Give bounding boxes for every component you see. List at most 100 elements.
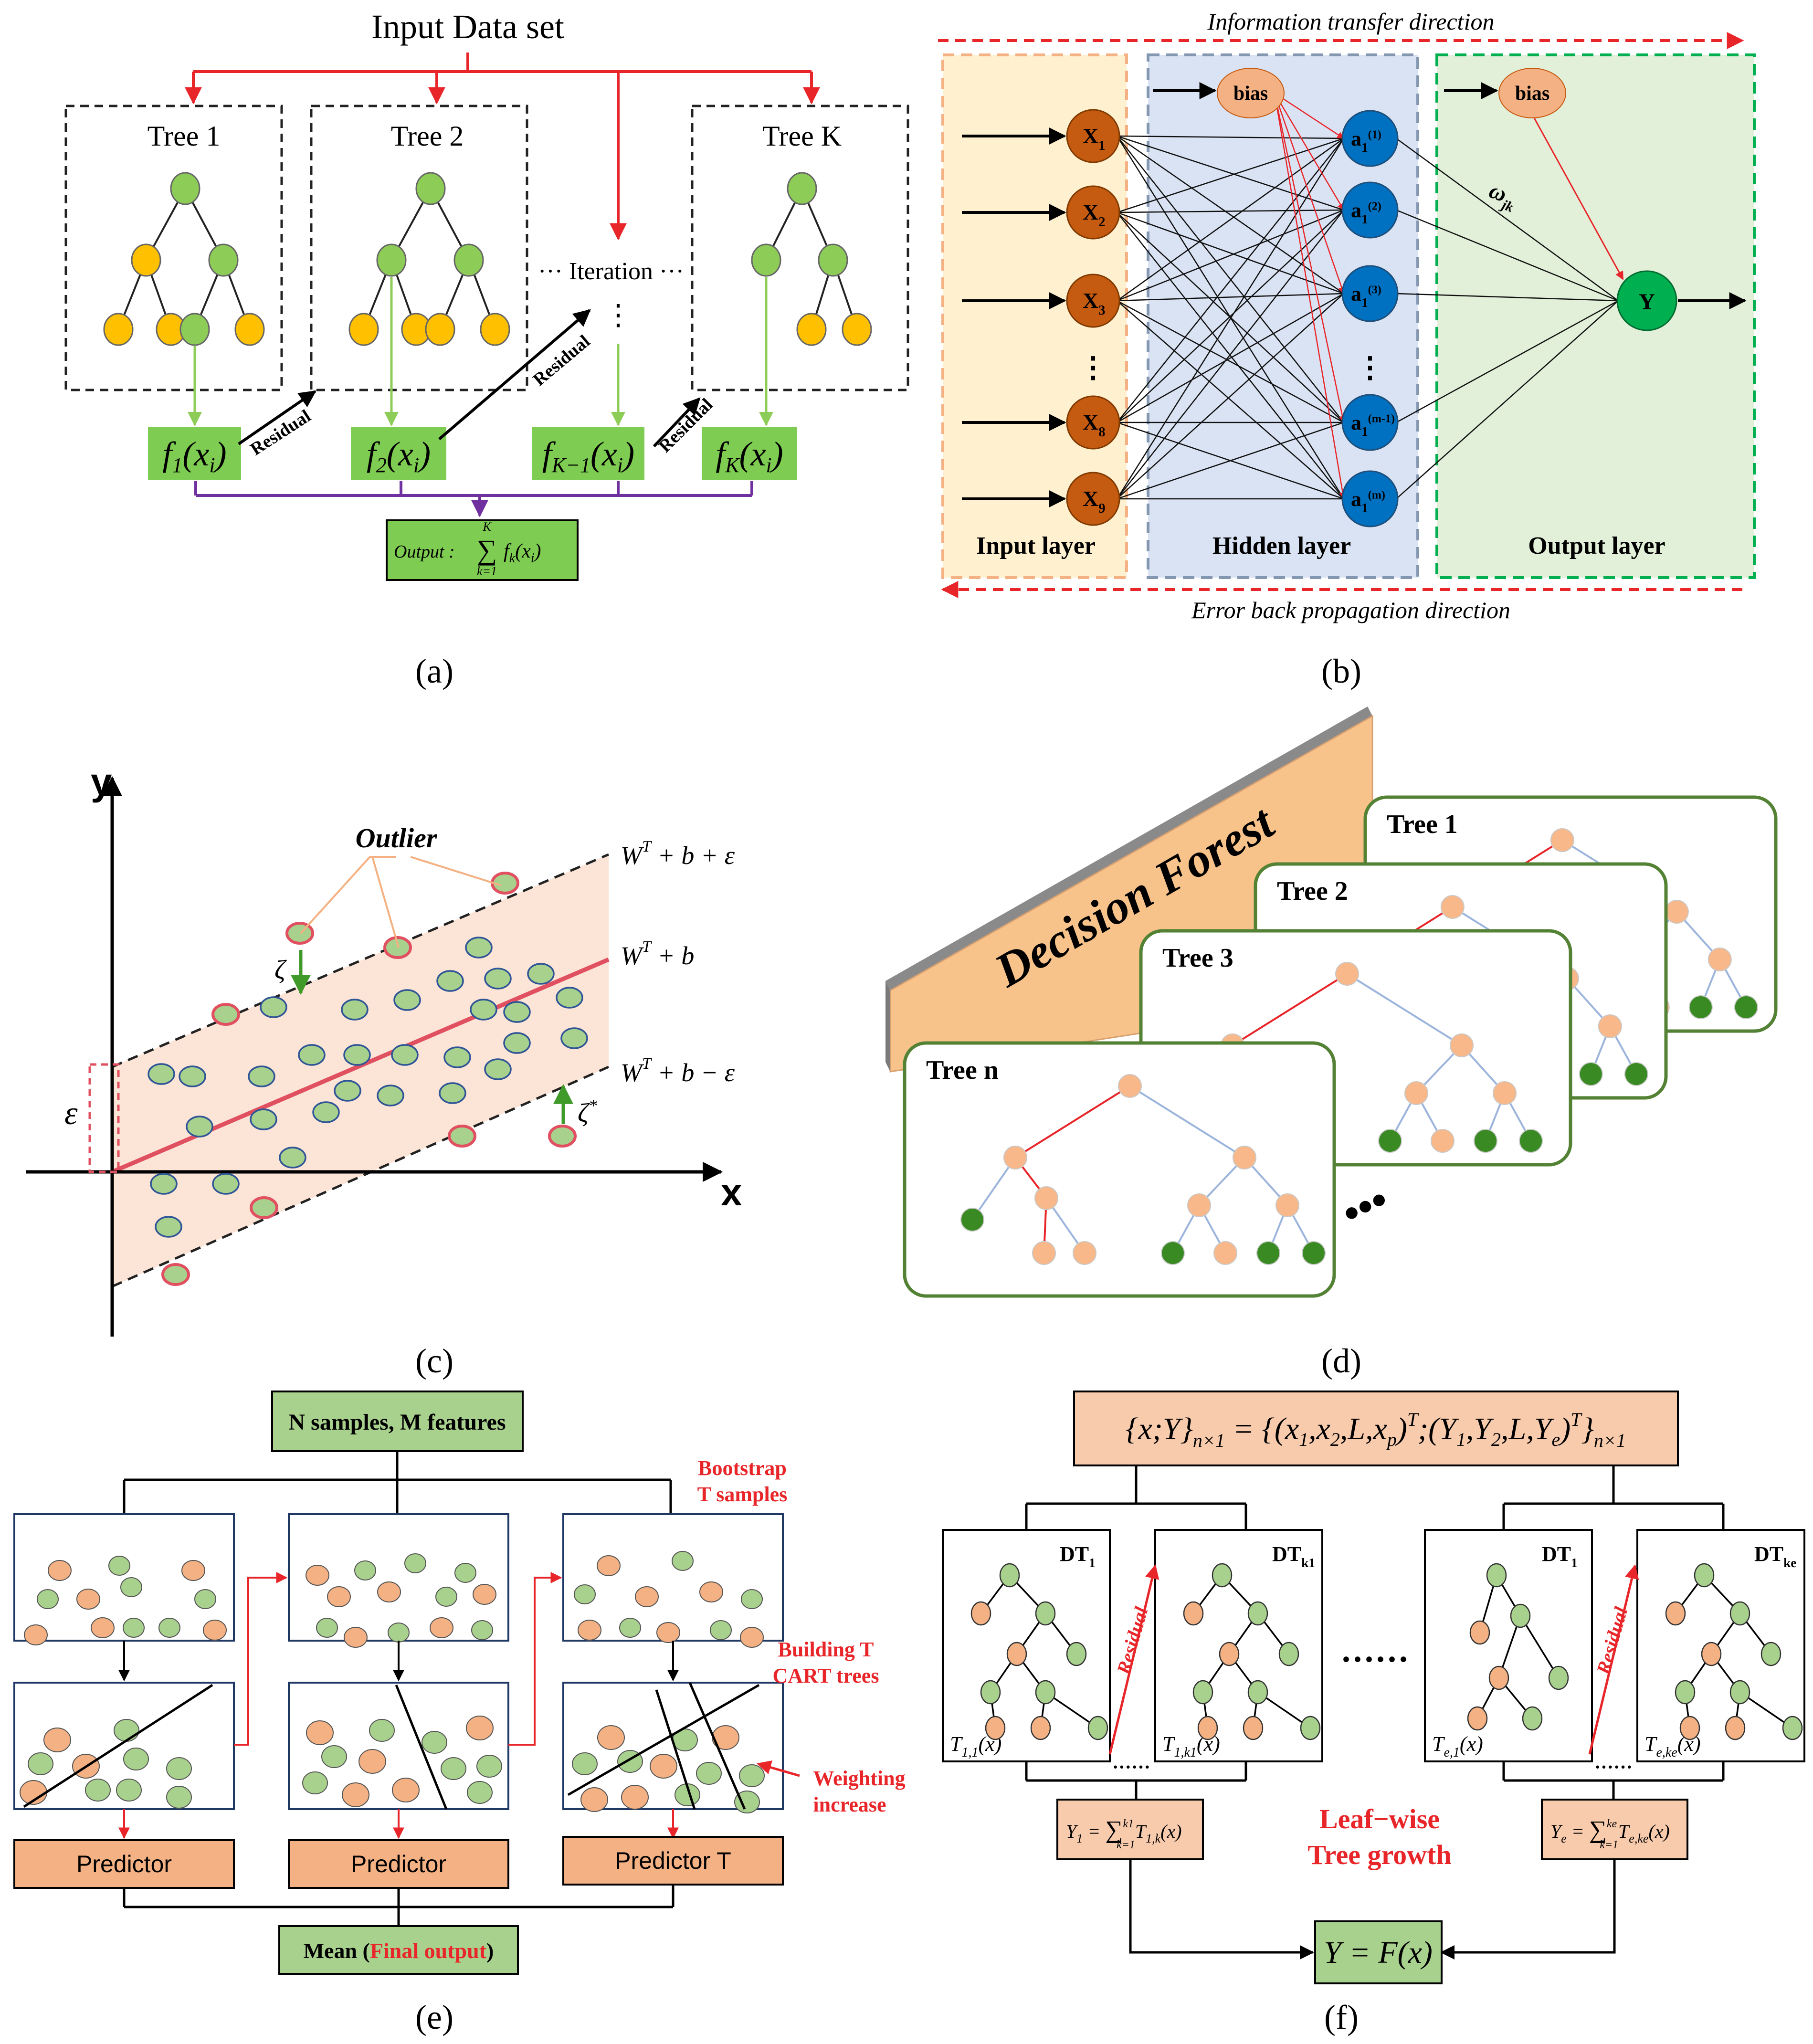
input-node-label-2: X2 — [1083, 200, 1106, 230]
lgbm-node — [1278, 1642, 1299, 1666]
iteration-label: ··· Iteration ··· — [538, 258, 684, 285]
sample-point — [76, 1589, 100, 1610]
tree-node — [415, 172, 446, 205]
hidden-node-label-3: a1(3) — [1351, 282, 1381, 310]
sample-point — [377, 1581, 401, 1602]
input-node-3 — [1066, 274, 1120, 328]
inlier-point — [334, 1080, 361, 1102]
tree-node — [818, 243, 848, 277]
tree-node — [1598, 1014, 1622, 1038]
input-node-label-1: X1 — [1083, 124, 1106, 153]
inlier-point — [312, 1101, 340, 1123]
sample-point — [85, 1779, 111, 1802]
sample-point — [91, 1617, 115, 1638]
tree-k-label: Tree K — [762, 120, 842, 152]
outlier-point — [250, 1196, 278, 1219]
hidden-node-3 — [1341, 265, 1399, 322]
output-node — [1616, 270, 1677, 331]
tree-node — [751, 243, 781, 277]
tree-k-box — [691, 105, 909, 391]
lgbm-node — [1035, 1680, 1056, 1705]
sample-point — [123, 1748, 149, 1770]
tree-node — [1493, 1081, 1517, 1105]
lgbm-node — [999, 1563, 1020, 1588]
sample-point — [302, 1771, 328, 1794]
inlier-point — [148, 1063, 175, 1085]
sample-point — [321, 1745, 347, 1768]
lgbm-node — [1469, 1620, 1490, 1645]
inlier-point — [343, 1044, 371, 1066]
tree-node — [131, 243, 161, 277]
inlier-point — [527, 963, 555, 985]
caption-b: (b) — [1321, 652, 1361, 690]
tree-node — [1404, 1081, 1428, 1105]
sample-point — [166, 1786, 192, 1809]
lgbm-node — [1548, 1665, 1569, 1690]
tree-leaf — [480, 313, 510, 346]
sample-point — [578, 1620, 601, 1641]
x-axis-label: x — [721, 1171, 742, 1213]
sample-point — [37, 1589, 59, 1609]
small-dots-1: ······ — [1112, 1756, 1150, 1778]
sample-point — [203, 1620, 227, 1641]
sample-point — [358, 1749, 386, 1774]
hidden-node-label-5: a1(m) — [1351, 487, 1385, 515]
outlier-point — [161, 1263, 190, 1286]
inlier-point — [443, 1046, 471, 1068]
dt-label-1: DT1 — [1060, 1542, 1096, 1570]
sample-point — [114, 1719, 139, 1742]
outlier-point — [285, 922, 314, 945]
sample-point — [422, 1731, 447, 1754]
tree-node — [170, 172, 200, 205]
mean-box — [278, 1925, 519, 1975]
sample-point — [166, 1757, 192, 1780]
tree-node — [1187, 1193, 1211, 1217]
inlier-point — [186, 1116, 213, 1138]
sample-point — [24, 1624, 48, 1645]
input-layer-label: Input layer — [976, 532, 1096, 559]
building-label-2: CART trees — [773, 1664, 879, 1687]
outlier-point — [211, 1003, 240, 1026]
info-transfer-label: Information transfer direction — [1207, 8, 1495, 35]
inlier-point — [484, 1058, 512, 1080]
lgbm-node — [1486, 1563, 1507, 1588]
sample-point — [194, 1589, 216, 1609]
tree-node — [1431, 1129, 1455, 1153]
tree-node — [1550, 828, 1574, 852]
hidden-node-1 — [1341, 110, 1399, 167]
inlier-point — [179, 1065, 206, 1087]
sample-point — [181, 1560, 205, 1581]
tree-node — [1233, 1146, 1256, 1170]
tree-leaf — [1519, 1129, 1543, 1153]
lgbm-node — [1725, 1716, 1746, 1740]
input-node-2 — [1066, 185, 1120, 240]
tree-leaf — [1302, 1241, 1326, 1265]
inlier-point — [298, 1044, 326, 1066]
lgbm-node — [1729, 1680, 1750, 1705]
bootstrap-label-1: Bootstrap — [698, 1456, 787, 1480]
lgbm-node — [1665, 1601, 1686, 1626]
input-node-label-3: X3 — [1083, 288, 1106, 318]
sample-point — [574, 1584, 596, 1604]
hidden-node-label-2: a1(2) — [1351, 199, 1381, 226]
sample-point — [344, 1627, 368, 1648]
f-box-label-3: fK−1(xi) — [542, 435, 634, 477]
sample-point — [597, 1555, 621, 1576]
tree-node — [1665, 900, 1689, 924]
hidden-node-4 — [1341, 394, 1399, 451]
input-node-4 — [1066, 395, 1120, 450]
sample-point — [710, 1620, 732, 1640]
sample-point — [306, 1720, 334, 1745]
tree-node — [1032, 1241, 1056, 1265]
sample-point — [388, 1623, 410, 1643]
lgbm-node — [970, 1601, 991, 1626]
sample-point — [43, 1728, 71, 1752]
f-box-4 — [702, 427, 797, 480]
tree-node — [787, 172, 817, 205]
tree-leaf — [1734, 995, 1758, 1019]
hidden-layer-label: Hidden layer — [1212, 532, 1351, 559]
sample-point — [120, 1577, 142, 1597]
epsilon-bracket — [88, 1063, 120, 1173]
caption-c: (c) — [415, 1342, 453, 1380]
